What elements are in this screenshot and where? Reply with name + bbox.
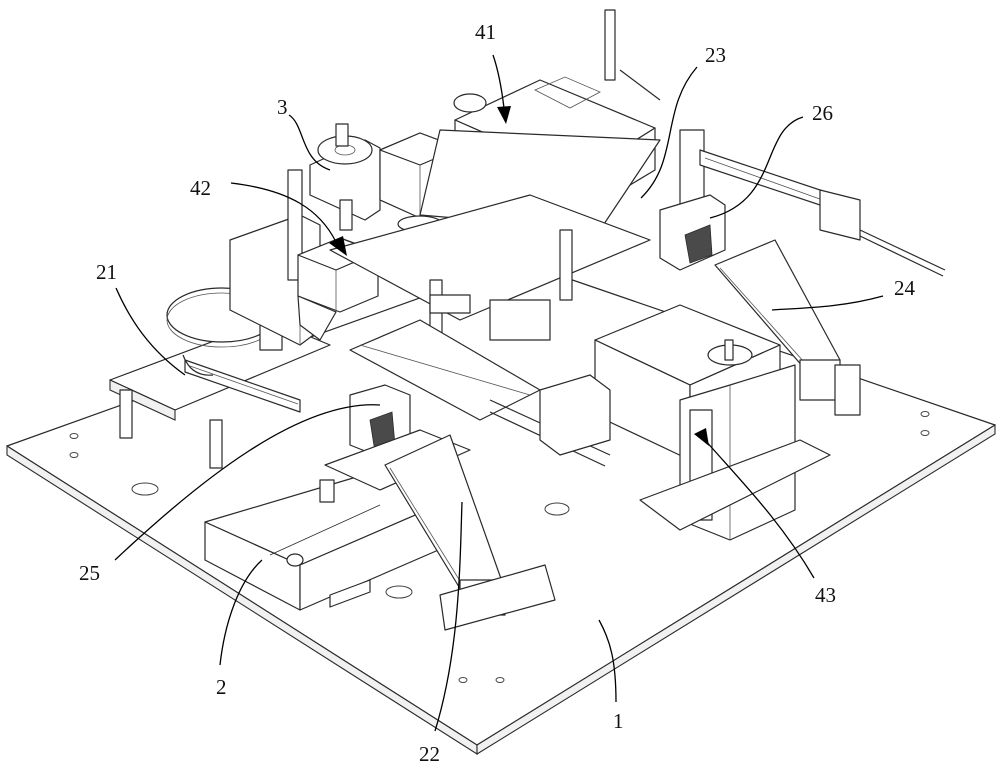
callout-3: 3 — [277, 95, 288, 119]
gripper-26 — [659, 129, 946, 277]
leader-2 — [219, 559, 263, 666]
callout-21: 21 — [96, 260, 117, 284]
leader-23 — [640, 66, 698, 199]
tilt-plate-22 — [384, 434, 556, 631]
callout-41: 41 — [475, 20, 496, 44]
callout-26: 26 — [812, 101, 833, 125]
callout-23: 23 — [705, 43, 726, 67]
leader-42 — [230, 182, 337, 243]
leader-24 — [771, 295, 884, 311]
callout-1: 1 — [613, 709, 624, 733]
leader-21 — [115, 287, 186, 376]
leader-1 — [598, 619, 617, 703]
callout-24: 24 — [894, 276, 915, 300]
callout-22: 22 — [419, 742, 440, 766]
leader-41 — [492, 54, 505, 109]
arrowhead-42 — [329, 236, 347, 256]
arrowhead-43 — [694, 428, 709, 446]
leader-22 — [434, 501, 463, 732]
tilt-plate-24 — [714, 239, 861, 416]
leader-25 — [114, 404, 381, 561]
leader-26 — [709, 116, 804, 219]
station-3 — [229, 123, 381, 346]
callout-43: 43 — [815, 583, 836, 607]
module-41 — [419, 9, 661, 231]
callout-25: 25 — [79, 561, 100, 585]
callout-2: 2 — [216, 675, 227, 699]
arrowhead-41 — [497, 106, 511, 124]
leader-3 — [288, 114, 331, 171]
leader-43 — [704, 439, 815, 579]
callout-42: 42 — [190, 176, 211, 200]
center-rod — [489, 374, 611, 467]
frame-23 — [329, 194, 651, 421]
module-43 — [594, 304, 831, 541]
